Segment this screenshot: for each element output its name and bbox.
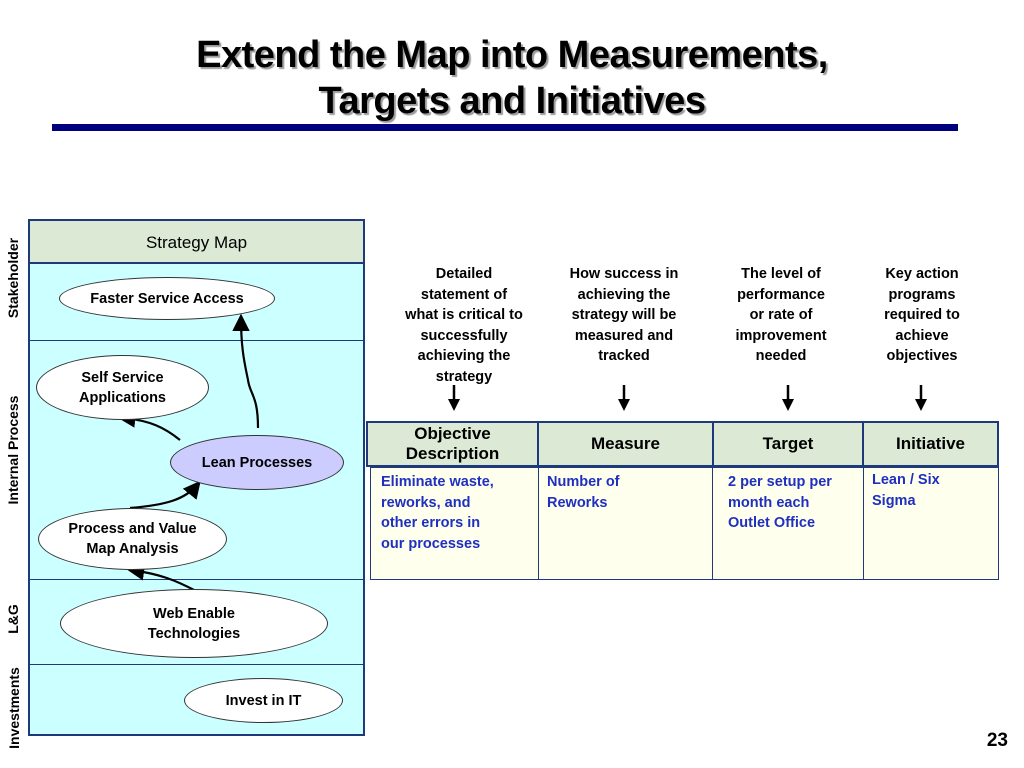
node-invest-in-it: Invest in IT: [184, 678, 343, 723]
down-arrow-initiative-icon: [915, 385, 927, 411]
divider-internal-process: [28, 579, 365, 580]
cell-measure: Number of Reworks: [538, 467, 713, 580]
node-web-enable-technologies: Web Enable Technologies: [60, 589, 328, 658]
description-measure: How success in achieving the strategy wi…: [569, 266, 679, 364]
down-arrow-objective-icon: [448, 385, 460, 411]
down-arrow-target-icon: [782, 385, 794, 411]
description-target: The level of performance or rate of impr…: [735, 266, 827, 364]
header-initiative: Initiative: [862, 421, 999, 467]
description-initiative: Key action programs required to achieve …: [884, 266, 960, 364]
title-line-1: Extend the Map into Measurements,: [196, 34, 828, 76]
header-target: Target: [712, 421, 864, 467]
node-lean-processes: Lean Processes: [170, 435, 344, 490]
node-self-service-applications: Self Service Applications: [36, 355, 209, 420]
cell-target: 2 per setup per month each Outlet Office: [712, 467, 864, 580]
strategy-map-header: Strategy Map: [28, 219, 365, 264]
side-label-lg: L&G: [5, 604, 21, 634]
page-number: 23: [986, 730, 1008, 751]
side-label-internal-process: Internal Process: [5, 395, 21, 505]
description-objective: Detailed statement of what is critical t…: [405, 266, 523, 385]
divider-lg: [28, 664, 365, 665]
title-underline: [52, 124, 958, 131]
slide-title: Extend the Map into Measurements, Target…: [0, 32, 1024, 124]
down-arrow-measure-icon: [618, 385, 630, 411]
cell-initiative: Lean / Six Sigma: [863, 467, 999, 580]
side-label-investments: Investments: [6, 667, 22, 749]
header-objective-description: Objective Description: [366, 421, 539, 467]
node-faster-service-access: Faster Service Access: [59, 277, 275, 320]
header-measure: Measure: [537, 421, 714, 467]
cell-objective-description: Eliminate waste, reworks, and other erro…: [370, 467, 539, 580]
node-process-value-map-analysis: Process and Value Map Analysis: [38, 508, 227, 570]
side-label-stakeholder: Stakeholder: [5, 237, 21, 319]
title-line-2: Targets and Initiatives: [318, 80, 706, 122]
divider-stakeholder: [28, 340, 365, 341]
